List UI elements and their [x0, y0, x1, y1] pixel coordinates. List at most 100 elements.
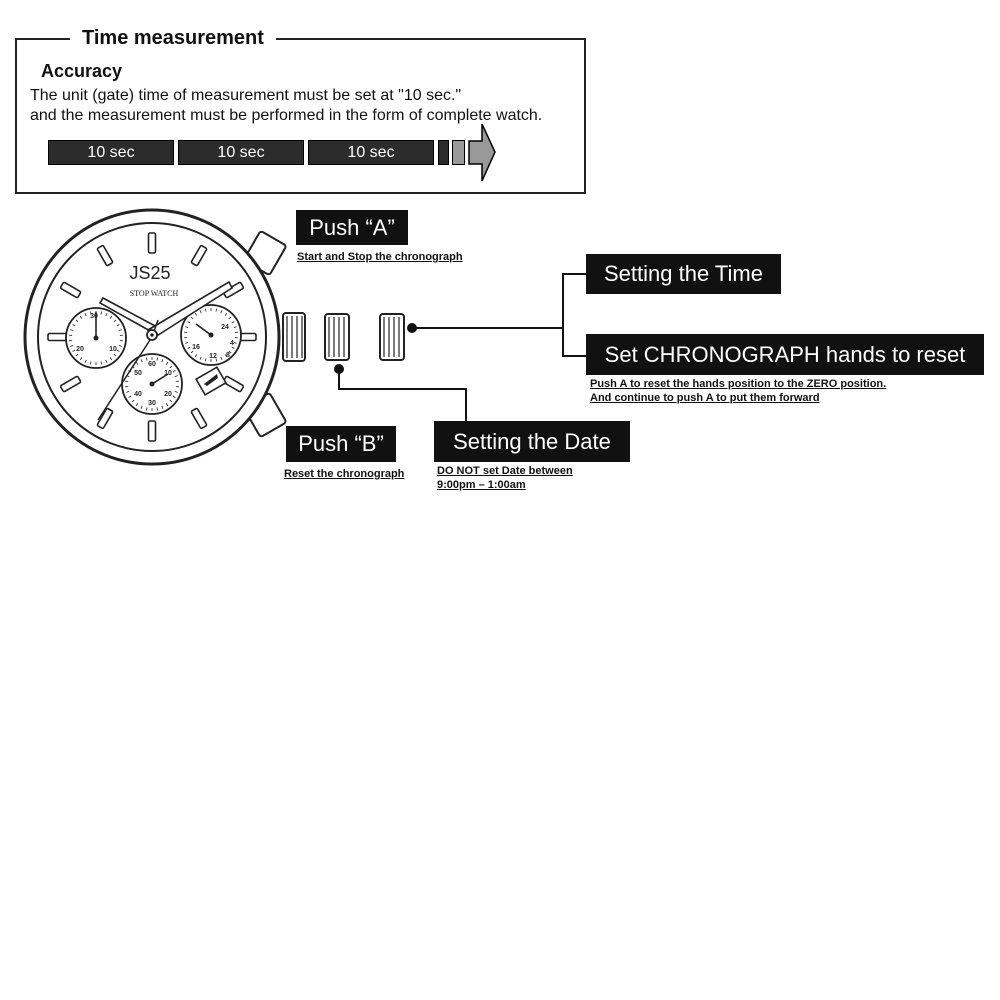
- watch-illustration: 30 20 10 24 12 4 8 16 60 10 20 30 40 50 …: [23, 208, 306, 466]
- subdial-tick: [145, 357, 148, 361]
- subdial-tick: [109, 357, 113, 361]
- subdial-tick: [187, 321, 191, 324]
- bottom-subdial-10: 10: [164, 370, 172, 377]
- chronograph-reset-note-1: Push A to reset the hands position to th…: [590, 378, 887, 390]
- gate-arrow-icon: [468, 123, 496, 182]
- subdial-tick: [72, 349, 76, 352]
- subdial-tick: [215, 308, 218, 312]
- hour-marker: [47, 332, 69, 342]
- right-subdial-24: 24: [221, 324, 229, 331]
- right-subdial-12: 12: [209, 353, 217, 360]
- subdial-tick: [113, 319, 117, 323]
- subdial-tick: [89, 361, 92, 365]
- gate-segment-3: 10 sec: [308, 140, 434, 165]
- subdial-tick: [194, 312, 198, 316]
- left-subdial-30: 30: [90, 313, 98, 320]
- subdial-tick: [116, 349, 120, 352]
- subdial-tick: [72, 324, 76, 327]
- subdial-tick: [126, 391, 130, 393]
- gate-segment-small-gray: [452, 140, 465, 165]
- subdial-tick: [109, 315, 113, 319]
- subdial-tick: [140, 359, 143, 363]
- subdial-tick: [105, 313, 108, 317]
- subdial-tick: [233, 342, 237, 344]
- subdial-tick: [231, 321, 235, 324]
- hour-marker: [59, 281, 82, 299]
- bottom-subdial-40: 40: [134, 391, 142, 398]
- push-a-label: Push “A”: [296, 210, 408, 245]
- subdial-tick: [128, 395, 132, 398]
- subdial-tick: [187, 346, 191, 349]
- gate-segment-1: 10 sec: [48, 140, 174, 165]
- bottom-subdial-30: 30: [148, 400, 156, 407]
- subdial-tick: [190, 350, 194, 354]
- hour-marker: [147, 420, 157, 442]
- right-subdial-4: 4: [230, 340, 234, 347]
- left-subdial-20: 20: [76, 346, 84, 353]
- setting-date-label: Setting the Date: [434, 421, 630, 462]
- subdial-tick: [135, 403, 139, 407]
- subdial-tick: [79, 357, 83, 361]
- bottom-subdial-20: 20: [164, 391, 172, 398]
- subdial-tick: [118, 345, 122, 347]
- subdial-tick: [204, 358, 207, 362]
- hour-marker: [96, 244, 114, 267]
- crown-position-2: [324, 313, 350, 361]
- subdial-tick: [135, 361, 139, 365]
- subdial-tick: [231, 346, 235, 349]
- subdial-tick: [75, 353, 79, 357]
- subdial-tick: [131, 399, 135, 403]
- subdial-tick: [220, 356, 223, 360]
- subdial-tick: [204, 308, 207, 312]
- subdial-tick: [89, 311, 92, 315]
- push-a-note: Start and Stop the chronograph: [297, 251, 463, 263]
- subdial-tick: [228, 350, 232, 354]
- subdial-tick: [161, 359, 164, 363]
- subdial-tick: [169, 399, 173, 403]
- subdial-tick: [165, 403, 169, 407]
- push-b-note: Reset the chronograph: [284, 468, 405, 480]
- crown-pos2-dot: [334, 364, 344, 374]
- subdial-tick: [224, 354, 228, 358]
- subdial-tick: [79, 315, 83, 319]
- subdial-tick: [228, 316, 232, 320]
- subdial-tick: [70, 329, 74, 331]
- hour-marker: [190, 244, 208, 267]
- subdial-tick: [174, 375, 178, 377]
- connector-lines: [338, 273, 587, 421]
- subdial-tick: [185, 326, 189, 328]
- subdial-tick: [199, 310, 202, 314]
- watch-brand: JS25: [129, 263, 170, 283]
- accuracy-text-line-2: and the measurement must be performed in…: [30, 107, 543, 124]
- subdial-tick: [100, 311, 103, 315]
- gate-segment-2: 10 sec: [178, 140, 304, 165]
- subdial-tick: [224, 312, 228, 316]
- hour-marker: [96, 407, 114, 430]
- watch-subtitle: STOP WATCH: [130, 289, 179, 298]
- subdial-tick: [84, 359, 87, 363]
- subdial-tick: [220, 310, 223, 314]
- accuracy-heading: Accuracy: [41, 61, 123, 81]
- subdial-tick: [169, 365, 173, 369]
- subdial-tick: [174, 391, 178, 393]
- seconds-hand: [97, 336, 153, 421]
- push-b-label: Push “B”: [286, 426, 396, 462]
- chronograph-reset-note-2: And continue to push A to put them forwa…: [590, 392, 820, 404]
- bottom-subdial-50: 50: [134, 370, 142, 377]
- right-subdial-16: 16: [192, 344, 200, 351]
- hour-marker: [147, 232, 157, 254]
- accuracy-text-line-1: The unit (gate) time of measurement must…: [30, 87, 462, 104]
- subdial-tick: [199, 356, 202, 360]
- time-measurement-title: Time measurement: [70, 26, 276, 50]
- time-measurement-panel: [15, 38, 586, 194]
- right-subdial-8: 8: [226, 352, 230, 359]
- subdial-tick: [172, 370, 176, 373]
- subdial-tick: [118, 329, 122, 331]
- gate-segment-small-dark: [438, 140, 449, 165]
- subdial-tick: [185, 342, 189, 344]
- subdial-tick: [113, 353, 117, 357]
- subdial-tick: [100, 361, 103, 365]
- setting-time-label: Setting the Time: [586, 254, 781, 294]
- subdial-tick: [140, 405, 143, 409]
